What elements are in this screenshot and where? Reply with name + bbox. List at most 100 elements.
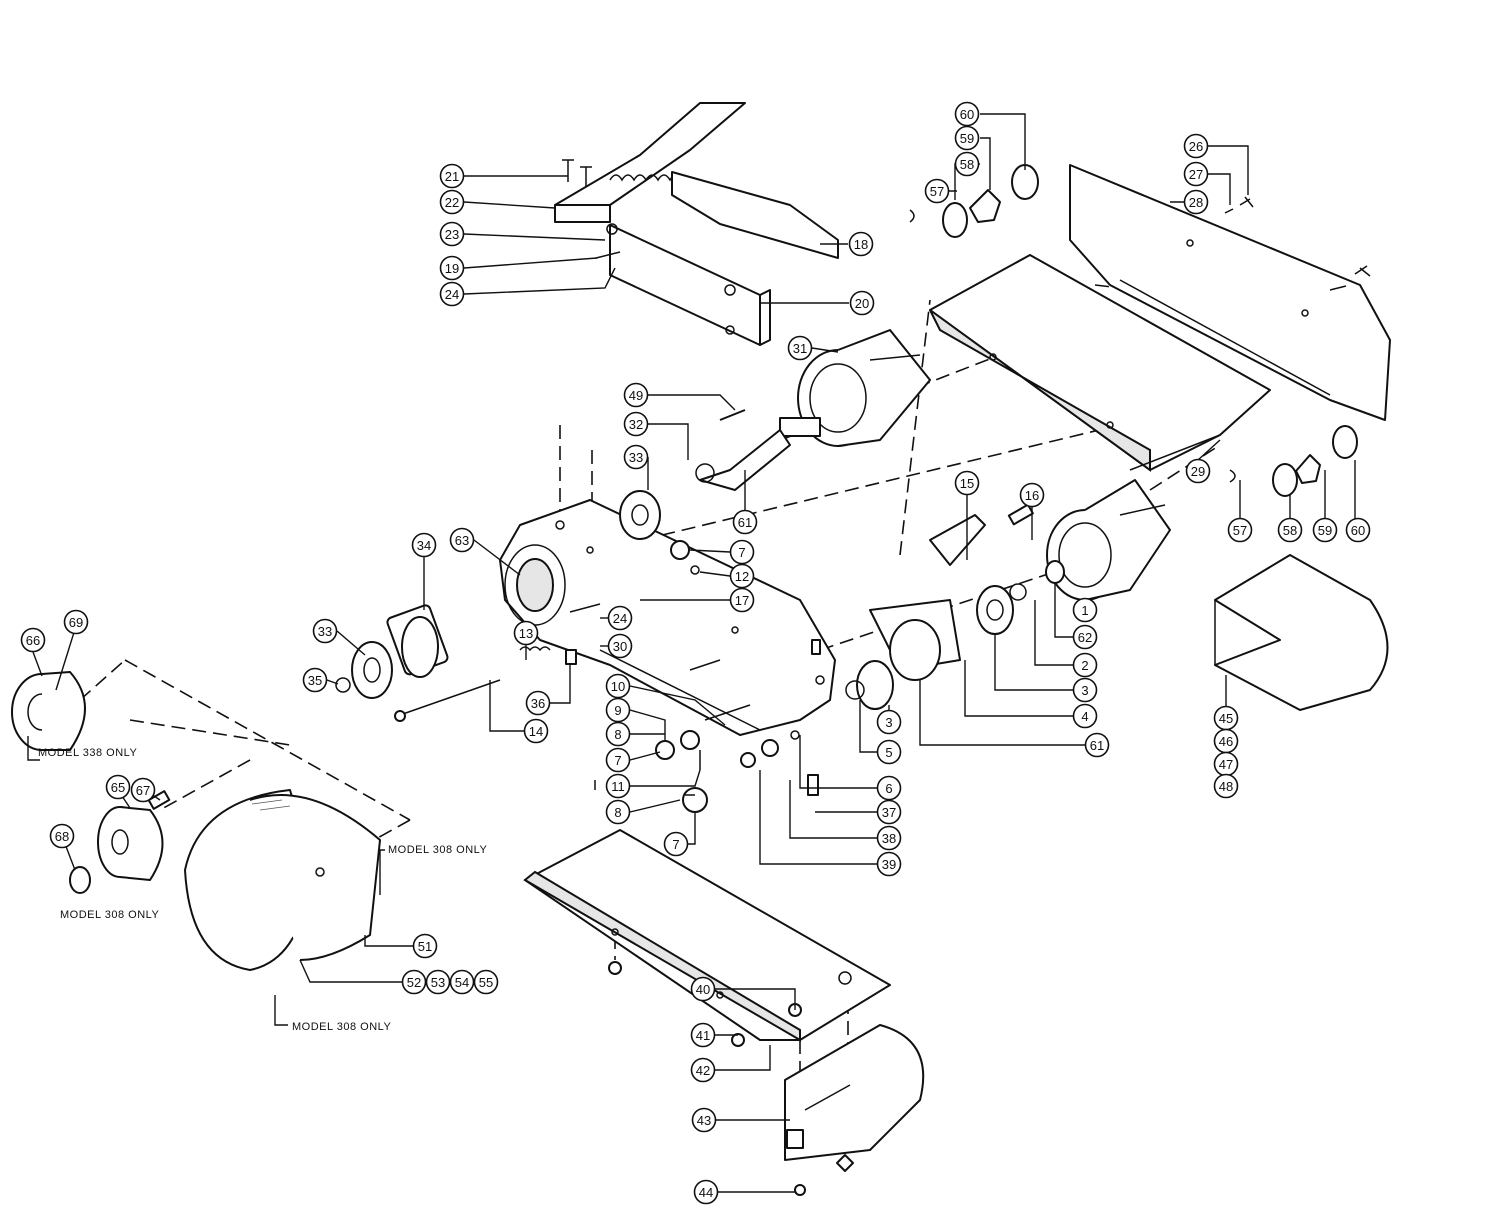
- callout-circle: [623, 411, 649, 437]
- callout-number: 61: [1090, 738, 1104, 753]
- callout-63: 63: [449, 527, 475, 553]
- callout-31: 31: [787, 335, 813, 361]
- callout-circle: [1072, 652, 1098, 678]
- callout-number: 63: [455, 533, 469, 548]
- callout-59: 59: [954, 125, 980, 151]
- callout-19: 19: [439, 255, 465, 281]
- callout-43: 43: [691, 1107, 717, 1133]
- callout-39: 39: [876, 851, 902, 877]
- callout-circle: [876, 851, 902, 877]
- callout-26: 26: [1183, 133, 1209, 159]
- callout-37: 37: [876, 799, 902, 825]
- callout-number: 37: [882, 805, 896, 820]
- callout-number: 20: [855, 296, 869, 311]
- callout-circle: [1185, 458, 1211, 484]
- callout-41: 41: [690, 1022, 716, 1048]
- callout-number: 3: [1081, 683, 1088, 698]
- callout-circle: [105, 774, 131, 800]
- callout-circle: [848, 231, 874, 257]
- callout-circle: [523, 718, 549, 744]
- callout-68: 68: [49, 823, 75, 849]
- callout-62: 62: [1072, 624, 1098, 650]
- callout-number: 44: [699, 1185, 713, 1200]
- callout-6: 6: [876, 775, 902, 801]
- callout-number: 10: [611, 679, 625, 694]
- callout-47: 47: [1213, 751, 1239, 777]
- note-model-338: MODEL 338 ONLY: [38, 747, 137, 759]
- callout-circle: [1345, 517, 1371, 543]
- callout-number: 1: [1081, 603, 1088, 618]
- callout-circle: [1072, 624, 1098, 650]
- frame-hardware: [565, 540, 821, 813]
- callout-27: 27: [1183, 161, 1209, 187]
- callout-circle: [605, 773, 631, 799]
- callout-circle: [623, 382, 649, 408]
- callout-number: 58: [960, 157, 974, 172]
- callout-28: 28: [1183, 189, 1209, 215]
- callout-7: 7: [605, 747, 631, 773]
- callout-23: 23: [439, 221, 465, 247]
- callout-circle: [1072, 597, 1098, 623]
- callout-10: 10: [605, 673, 631, 699]
- callout-circle: [449, 527, 475, 553]
- callout-number: 7: [672, 837, 679, 852]
- callout-circle: [732, 509, 758, 535]
- callout-number: 19: [445, 261, 459, 276]
- callout-number: 57: [930, 184, 944, 199]
- callout-38: 38: [876, 825, 902, 851]
- callout-number: 57: [1233, 523, 1247, 538]
- callout-number: 7: [614, 753, 621, 768]
- callout-42: 42: [690, 1057, 716, 1083]
- callout-number: 24: [613, 611, 627, 626]
- callout-18: 18: [848, 231, 874, 257]
- callout-number: 15: [960, 476, 974, 491]
- callout-number: 12: [735, 569, 749, 584]
- callout-circle: [924, 178, 950, 204]
- callout-circle: [729, 563, 755, 589]
- callout-number: 67: [136, 783, 150, 798]
- callout-8: 8: [605, 721, 631, 747]
- callout-number: 2: [1081, 658, 1088, 673]
- callout-number: 49: [629, 388, 643, 403]
- callout-13: 13: [513, 620, 539, 646]
- callout-8: 8: [605, 799, 631, 825]
- callout-circle: [302, 667, 328, 693]
- callout-circle: [954, 151, 980, 177]
- callout-17: 17: [729, 587, 755, 613]
- callout-circle: [1183, 161, 1209, 187]
- callout-21: 21: [439, 163, 465, 189]
- callout-circle: [691, 1107, 717, 1133]
- callout-number: 31: [793, 341, 807, 356]
- callout-circle: [20, 627, 46, 653]
- shaft-assembly: [335, 409, 791, 722]
- callout-circle: [849, 290, 875, 316]
- callout-number: 14: [529, 724, 543, 739]
- callout-circle: [411, 532, 437, 558]
- callout-number: 48: [1219, 779, 1233, 794]
- callout-number: 4: [1081, 709, 1088, 724]
- callout-circle: [439, 255, 465, 281]
- callout-number: 18: [854, 237, 868, 252]
- callout-circle: [605, 747, 631, 773]
- callout-51: 51: [412, 933, 438, 959]
- lower-table: [523, 829, 891, 1047]
- callout-circle: [1183, 189, 1209, 215]
- callout-number: 29: [1191, 464, 1205, 479]
- callout-number: 8: [614, 727, 621, 742]
- callout-number: 32: [629, 417, 643, 432]
- callout-number: 51: [418, 939, 432, 954]
- callout-circle: [605, 799, 631, 825]
- callout-circle: [605, 697, 631, 723]
- callout-circle: [473, 969, 499, 995]
- callout-circle: [876, 799, 902, 825]
- callout-4: 4: [1072, 703, 1098, 729]
- callout-number: 60: [1351, 523, 1365, 538]
- callout-1: 1: [1072, 597, 1098, 623]
- callout-number: 34: [417, 538, 431, 553]
- callout-circle: [439, 281, 465, 307]
- callout-number: 55: [479, 975, 493, 990]
- callout-53: 53: [425, 969, 451, 995]
- dust-chute: [784, 1024, 925, 1196]
- callout-number: 17: [735, 593, 749, 608]
- callout-number: 46: [1219, 734, 1233, 749]
